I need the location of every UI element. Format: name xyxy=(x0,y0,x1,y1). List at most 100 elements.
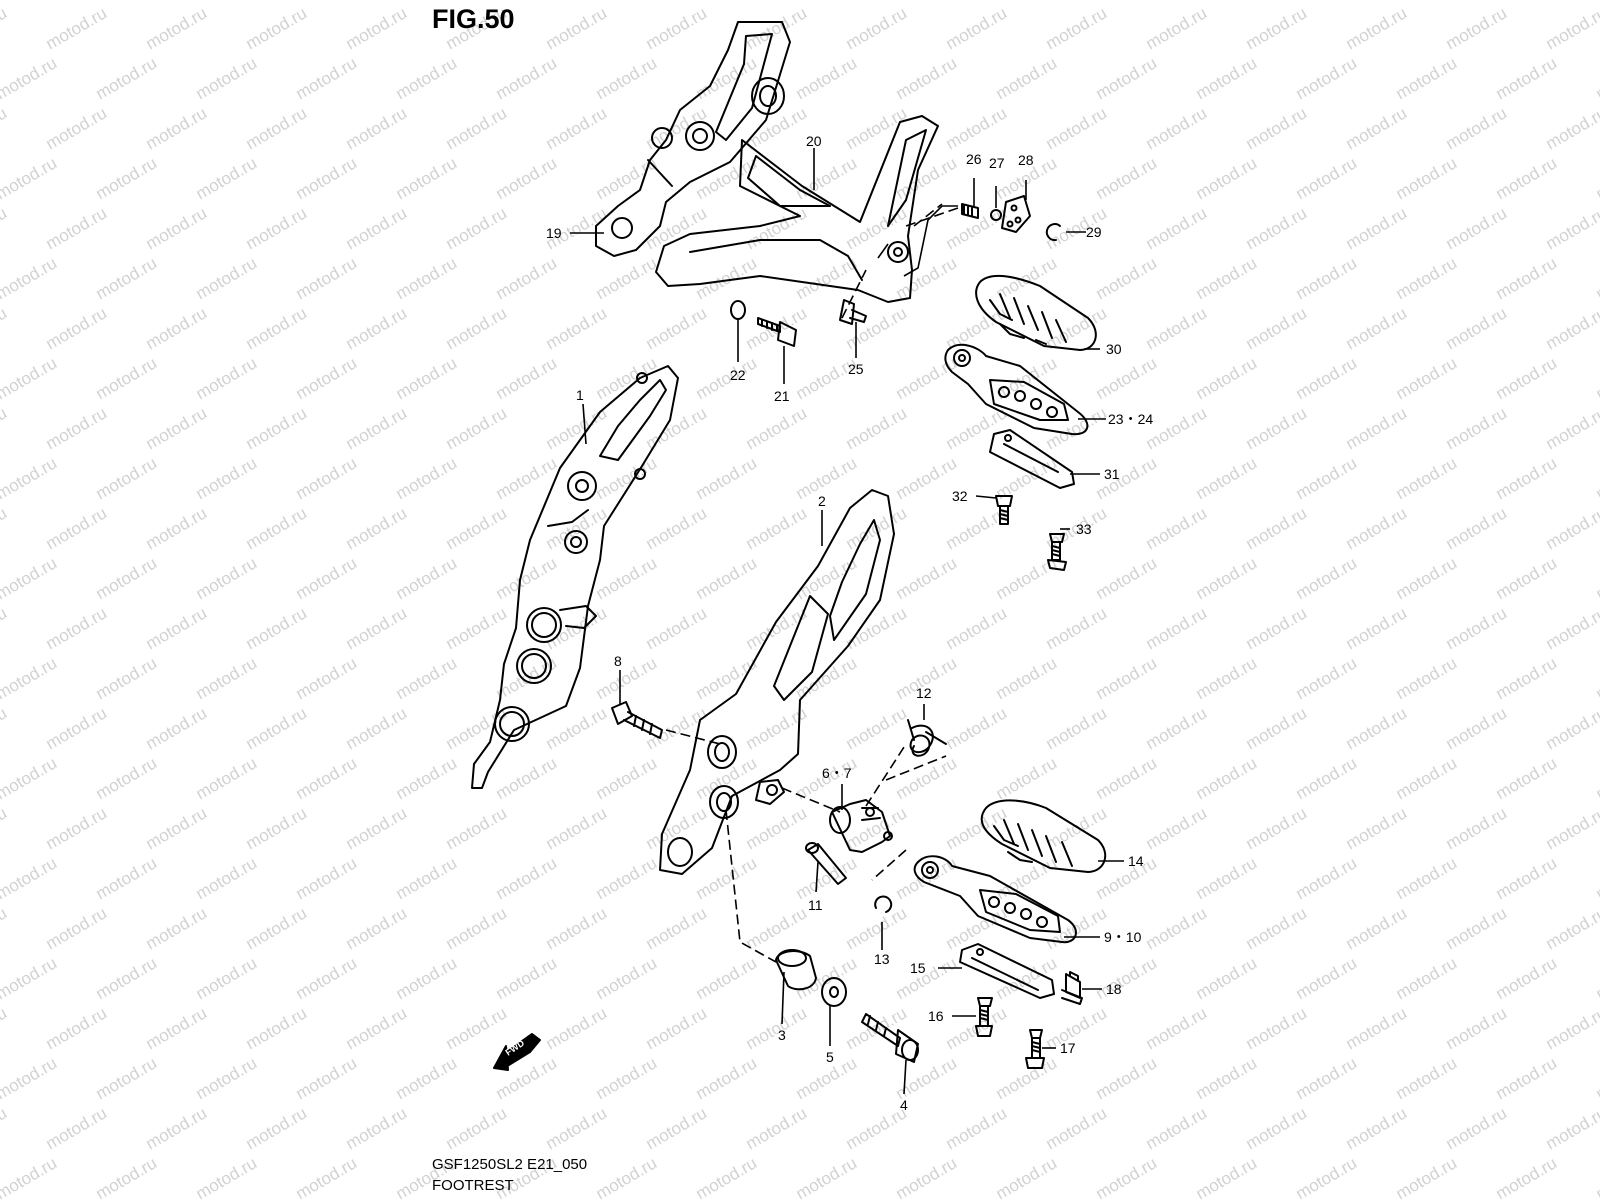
watermark-text: motod.ru xyxy=(1093,1153,1161,1200)
watermark-text: motod.ru xyxy=(643,903,711,953)
diagram-code: GSF1250SL2 E21_050 xyxy=(432,1156,588,1173)
watermark-text: motod.ru xyxy=(493,353,561,403)
callout-23-24: 23・24 xyxy=(1108,411,1153,427)
watermark-text: motod.ru xyxy=(243,803,311,853)
callout-33: 33 xyxy=(1076,521,1092,537)
watermark-text: motod.ru xyxy=(1393,1053,1461,1103)
watermark-text: motod.ru xyxy=(1043,1103,1111,1153)
watermark-text: motod.ru xyxy=(1293,353,1361,403)
watermark-text: motod.ru xyxy=(43,103,111,153)
watermark-text: motod.ru xyxy=(1193,753,1261,803)
watermark-text: motod.ru xyxy=(0,703,10,753)
watermark-text: motod.ru xyxy=(1443,703,1511,753)
watermark-text: motod.ru xyxy=(93,1153,161,1200)
watermark-text: motod.ru xyxy=(643,503,711,553)
watermark-text: motod.ru xyxy=(1443,503,1511,553)
watermark-text: motod.ru xyxy=(743,1003,811,1053)
watermark-text: motod.ru xyxy=(0,3,10,53)
watermark-text: motod.ru xyxy=(243,703,311,753)
watermark-text: motod.ru xyxy=(1443,603,1511,653)
watermark-text: motod.ru xyxy=(393,653,461,703)
watermark-text: motod.ru xyxy=(1443,903,1511,953)
watermark-text: motod.ru xyxy=(93,553,161,603)
watermark-text: motod.ru xyxy=(293,253,361,303)
watermark-text: motod.ru xyxy=(543,703,611,753)
watermark-text: motod.ru xyxy=(1143,3,1211,53)
watermark-text: motod.ru xyxy=(543,303,611,353)
watermark-text: motod.ru xyxy=(1093,53,1161,103)
watermark-text: motod.ru xyxy=(1543,503,1600,553)
watermark-text: motod.ru xyxy=(143,203,211,253)
watermark-text: motod.ru xyxy=(1243,1003,1311,1053)
watermark-text: motod.ru xyxy=(0,753,60,803)
watermark-text: motod.ru xyxy=(143,903,211,953)
watermark-text: motod.ru xyxy=(1493,253,1561,303)
watermark-text: motod.ru xyxy=(643,803,711,853)
watermark-text: motod.ru xyxy=(1243,803,1311,853)
callout-32: 32 xyxy=(952,488,968,504)
watermark-text: motod.ru xyxy=(1043,603,1111,653)
watermark-text: motod.ru xyxy=(1243,403,1311,453)
watermark-text: motod.ru xyxy=(643,1003,711,1053)
rear-footrest-part xyxy=(944,343,1089,436)
watermark-text: motod.ru xyxy=(493,53,561,103)
watermark-text: motod.ru xyxy=(1193,0,1261,3)
watermark-text: motod.ru xyxy=(593,353,661,403)
watermark-text: motod.ru xyxy=(743,403,811,453)
watermark-text: motod.ru xyxy=(1493,853,1561,903)
watermark-text: motod.ru xyxy=(693,1053,761,1103)
watermark-text: motod.ru xyxy=(1443,403,1511,453)
watermark-text: motod.ru xyxy=(93,253,161,303)
watermark-text: motod.ru xyxy=(1093,1053,1161,1103)
watermark-text: motod.ru xyxy=(143,1103,211,1153)
watermark-text: motod.ru xyxy=(493,0,561,3)
watermark-text: motod.ru xyxy=(1143,803,1211,853)
watermark-text: motod.ru xyxy=(993,53,1061,103)
watermark-text: motod.ru xyxy=(393,0,461,3)
watermark-text: motod.ru xyxy=(43,203,111,253)
watermark-text: motod.ru xyxy=(1193,1153,1261,1200)
watermark-text: motod.ru xyxy=(693,553,761,603)
watermark-text: motod.ru xyxy=(193,653,261,703)
watermark-text: motod.ru xyxy=(0,553,60,603)
watermark-text: motod.ru xyxy=(1493,653,1561,703)
watermark-text: motod.ru xyxy=(1593,153,1600,203)
watermark-text: motod.ru xyxy=(1343,803,1411,853)
watermark-text: motod.ru xyxy=(1493,453,1561,503)
watermark-text: motod.ru xyxy=(343,3,411,53)
watermark-text: motod.ru xyxy=(1593,353,1600,403)
watermark-text: motod.ru xyxy=(1393,753,1461,803)
watermark-text: motod.ru xyxy=(1193,153,1261,203)
watermark-text: motod.ru xyxy=(1343,1103,1411,1153)
watermark-text: motod.ru xyxy=(443,403,511,453)
watermark-text: motod.ru xyxy=(1143,1103,1211,1153)
watermark-text: motod.ru xyxy=(793,53,861,103)
watermark-text: motod.ru xyxy=(1593,1053,1600,1103)
watermark-text: motod.ru xyxy=(493,853,561,903)
watermark-text: motod.ru xyxy=(543,3,611,53)
watermark-text: motod.ru xyxy=(693,953,761,1003)
ball-27 xyxy=(990,209,1002,221)
watermark-text: motod.ru xyxy=(293,653,361,703)
callout-22: 22 xyxy=(730,367,746,383)
callout-labels: 19 20 26 27 28 29 30 22 21 25 1 23・24 31… xyxy=(546,133,1153,1113)
watermark-text: motod.ru xyxy=(1143,703,1211,753)
watermark-text: motod.ru xyxy=(193,153,261,203)
watermark-text: motod.ru xyxy=(993,253,1061,303)
watermark-text: motod.ru xyxy=(1393,553,1461,603)
watermark-text: motod.ru xyxy=(243,403,311,453)
watermark-text: motod.ru xyxy=(143,403,211,453)
watermark-text: motod.ru xyxy=(943,3,1011,53)
watermark-text: motod.ru xyxy=(343,203,411,253)
watermark-text: motod.ru xyxy=(0,803,10,853)
watermark-text: motod.ru xyxy=(343,803,411,853)
watermark-text: motod.ru xyxy=(593,953,661,1003)
watermark-text: motod.ru xyxy=(643,1103,711,1153)
watermark-text: motod.ru xyxy=(893,753,961,803)
watermark-text: motod.ru xyxy=(843,603,911,653)
adjuster-bolt-26 xyxy=(961,203,979,219)
watermark-text: motod.ru xyxy=(193,853,261,903)
watermark-text: motod.ru xyxy=(943,803,1011,853)
watermark-text: motod.ru xyxy=(1493,1153,1561,1200)
